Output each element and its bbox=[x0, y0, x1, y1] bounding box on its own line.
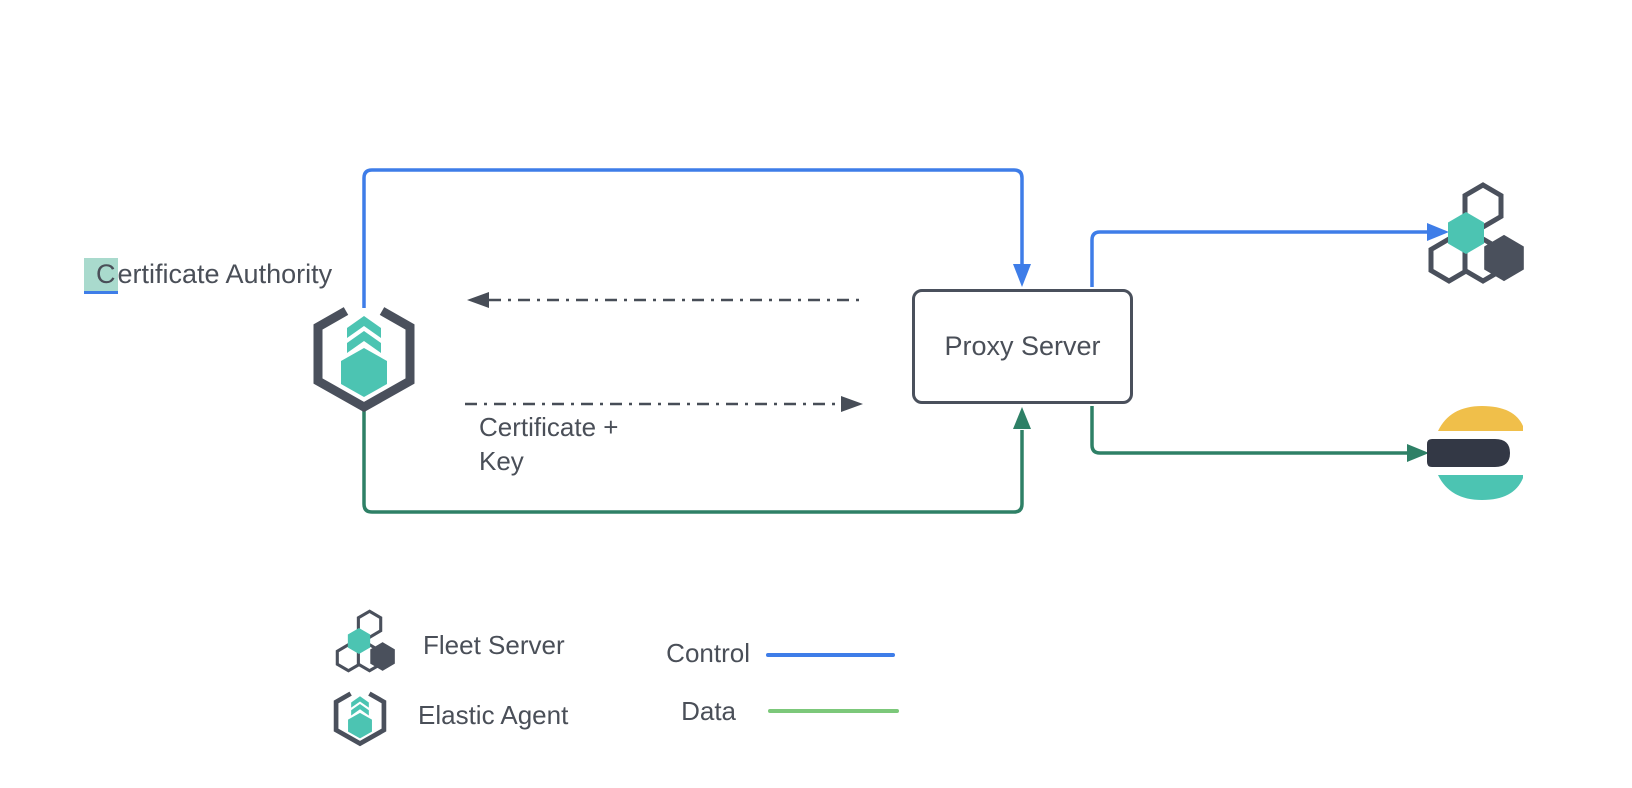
certificate-key-line1: Certificate + bbox=[479, 412, 619, 442]
arrowhead-right-icon bbox=[1407, 444, 1429, 462]
proxy-server-label: Proxy Server bbox=[944, 331, 1101, 362]
elasticsearch-logo-bottom bbox=[1438, 475, 1523, 500]
certificate-authority-label-rest: ertificate Authority bbox=[117, 259, 333, 289]
control-edge-agent-to-proxy[interactable] bbox=[362, 168, 1031, 308]
arrowhead-down-icon bbox=[1013, 264, 1031, 287]
data-edge-proxy-to-elasticsearch[interactable] bbox=[1090, 406, 1429, 462]
arrowhead-right-icon bbox=[1427, 223, 1449, 241]
legend-control-label[interactable]: Control bbox=[666, 638, 750, 668]
arrowhead-up-icon bbox=[1013, 407, 1031, 429]
certificate-dashed-edge-left[interactable] bbox=[467, 292, 863, 308]
elasticsearch-logo[interactable] bbox=[1427, 406, 1523, 500]
selected-text-highlight: C bbox=[84, 258, 118, 294]
certificate-authority-label[interactable]: Certificate Authority bbox=[84, 258, 333, 294]
arrowhead-right-icon bbox=[841, 396, 863, 412]
legend-elastic-agent-label[interactable]: Elastic Agent bbox=[418, 700, 569, 730]
elastic-agent-icon[interactable] bbox=[318, 311, 410, 407]
certificate-key-line2: Key bbox=[479, 446, 524, 476]
legend-fleet-server-label[interactable]: Fleet Server bbox=[423, 630, 565, 660]
legend-elastic-agent-icon[interactable] bbox=[336, 694, 384, 744]
elasticsearch-logo-top bbox=[1438, 406, 1523, 431]
control-edge-proxy-to-fleet[interactable] bbox=[1090, 223, 1449, 287]
data-edge-agent-to-proxy[interactable] bbox=[362, 407, 1031, 514]
arrowhead-left-icon bbox=[467, 292, 489, 308]
legend-data-label[interactable]: Data bbox=[681, 696, 736, 726]
certificate-dashed-edge-right[interactable] bbox=[465, 396, 863, 412]
elasticsearch-logo-bar bbox=[1427, 439, 1510, 467]
proxy-server-node[interactable]: Proxy Server bbox=[912, 289, 1133, 404]
certificate-key-label[interactable]: Certificate + Key bbox=[479, 410, 618, 478]
legend-fleet-server-icon[interactable] bbox=[335, 609, 397, 673]
